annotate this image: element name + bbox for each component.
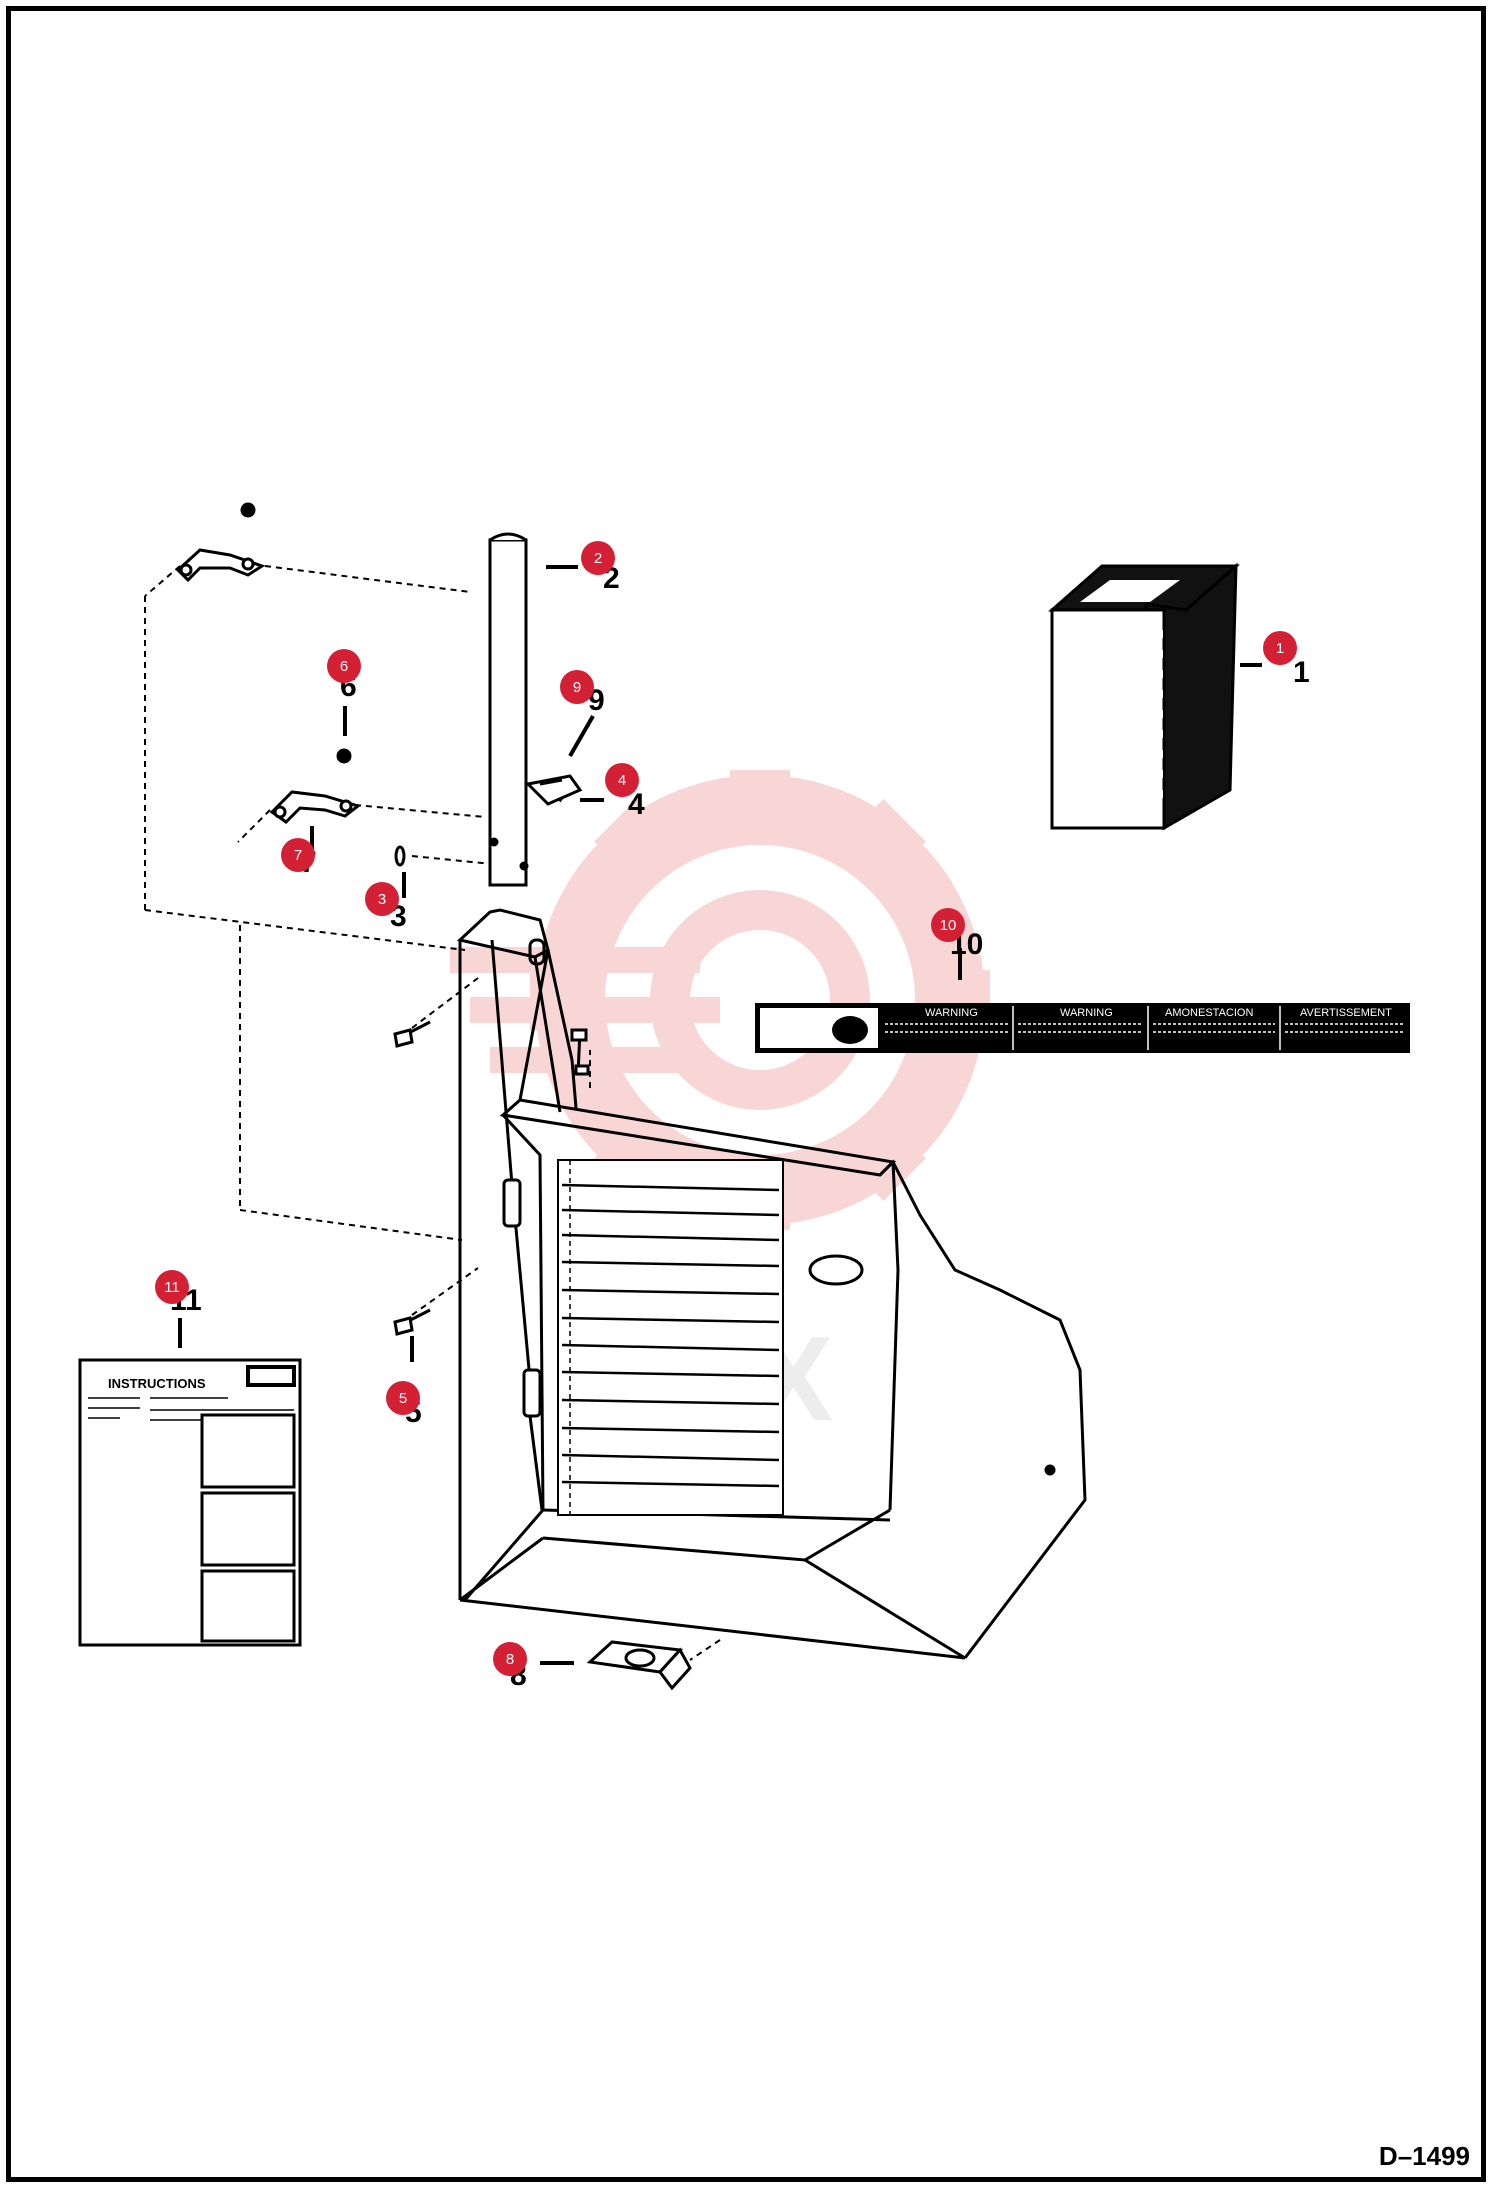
- retainer-plate: [524, 774, 583, 806]
- page-frame: [6, 6, 1486, 2182]
- page-code: D–1499: [1378, 2141, 1470, 2171]
- callout-7-label: 7: [294, 847, 302, 864]
- dashed-leaders: [144, 565, 721, 1661]
- decal-panel-2: WARNING: [1060, 1007, 1113, 1019]
- instructions-title: INSTRUCTIONS: [108, 1376, 206, 1391]
- decal-panel-1: WARNING: [925, 1007, 978, 1019]
- callout-10-label: 10: [940, 917, 957, 934]
- callout-5-label: 5: [399, 1390, 407, 1407]
- decal-panel-3: AMONESTACION: [1165, 1007, 1253, 1019]
- callout-8-label: 8: [506, 1651, 514, 1668]
- instructions-card: INSTRUCTIONS: [78, 1358, 302, 1647]
- mid-clamp: [269, 748, 362, 824]
- callout-1-label: 1: [1276, 640, 1284, 657]
- callout-9-label: 9: [573, 679, 581, 696]
- callout-11[interactable]: 11: [155, 1270, 189, 1304]
- radiator-frame: [456, 908, 1087, 1660]
- gas-spring: [490, 939, 590, 1511]
- decal-panel-4: AVERTISSEMENT: [1300, 1007, 1392, 1019]
- battery: [1048, 562, 1240, 831]
- callout-3[interactable]: 3: [365, 882, 399, 916]
- callout-6-label: 6: [340, 658, 348, 675]
- printed-number-1: 1: [1293, 656, 1310, 689]
- callout-4-label: 4: [618, 772, 626, 789]
- callout-10[interactable]: 10: [931, 908, 965, 942]
- callout-2[interactable]: 2: [581, 541, 615, 575]
- pin: [394, 845, 406, 867]
- printed-number-4: 4: [628, 788, 645, 821]
- callout-8[interactable]: 8: [493, 1642, 527, 1676]
- lower-bolt: [393, 1308, 431, 1336]
- mounting-bracket: [586, 1640, 692, 1691]
- callout-2-label: 2: [594, 550, 602, 567]
- callout-leaders: [178, 565, 1262, 1665]
- callout-11-label: 11: [164, 1279, 180, 1296]
- callout-1[interactable]: 1: [1263, 631, 1297, 665]
- prop-rod: [488, 532, 529, 887]
- upper-clamp: [175, 502, 266, 583]
- callout-9[interactable]: 9: [560, 670, 594, 704]
- callout-6[interactable]: 6: [327, 649, 361, 683]
- callout-4[interactable]: 4: [605, 763, 639, 797]
- callout-7[interactable]: 7: [281, 838, 315, 872]
- callout-badges: 1 2 3 4 5 6 7 8 9 10 11: [155, 541, 1297, 1676]
- callout-5[interactable]: 5: [386, 1381, 420, 1415]
- radiator-core: [557, 1159, 784, 1516]
- warning-decal: WARNING WARNING AMONESTACION AVERTISSEME…: [755, 1003, 1410, 1053]
- callout-3-label: 3: [378, 891, 386, 908]
- upper-bolt: [393, 1020, 431, 1048]
